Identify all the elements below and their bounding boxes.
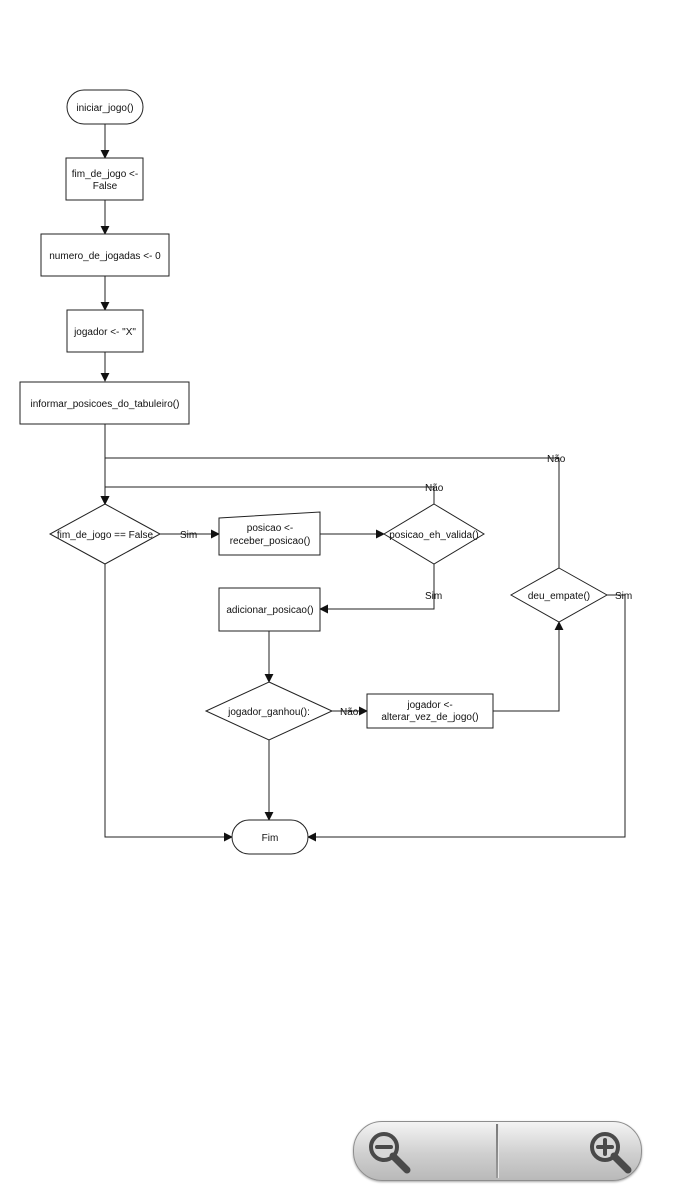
zoom-in-button[interactable]: [498, 1122, 641, 1180]
node-informar-label: informar_posicoes_do_tabuleiro(): [31, 399, 180, 410]
node-informar: informar_posicoes_do_tabuleiro(): [19, 381, 190, 425]
node-init-jogadas-label: numero_de_jogadas <- 0: [49, 251, 161, 262]
node-ganhou-label: jogador_ganhou():: [227, 707, 310, 718]
node-cond-fim-label: fim_de_jogo == False: [57, 530, 154, 541]
zoom-controls: [353, 1121, 642, 1181]
edge-label-empate-nao: Não: [547, 454, 566, 465]
node-start-label: iniciar_jogo(): [76, 103, 133, 114]
node-adicionar: adicionar_posicao(): [218, 587, 321, 632]
node-alterar: jogador <- alterar_vez_de_jogo(): [366, 693, 494, 729]
node-alterar-label-line-2: alterar_vez_de_jogo(): [381, 712, 478, 723]
node-empate: deu_empate(): [509, 567, 609, 623]
node-adicionar-label: adicionar_posicao(): [226, 605, 313, 616]
node-receber-label-line-1: posicao <-: [247, 523, 293, 534]
node-init-fim: fim_de_jogo <- False: [65, 157, 144, 201]
node-valida-label: posicao_eh_valida(): [389, 530, 479, 541]
node-receber: posicao <- receber_posicao(): [218, 511, 321, 556]
node-init-jogador: jogador <- "X": [66, 309, 144, 353]
magnifier-minus-icon: [369, 1132, 411, 1174]
node-init-jogadas: numero_de_jogadas <- 0: [40, 233, 170, 277]
edges: [100, 124, 626, 842]
edge-label-cond-sim: Sim: [180, 530, 197, 541]
node-init-fim-label-line-2: False: [93, 181, 118, 192]
node-start: iniciar_jogo(): [66, 89, 144, 125]
edge-label-valida-sim: Sim: [425, 591, 442, 602]
node-init-fim-label-line-1: fim_de_jogo <-: [72, 169, 138, 180]
node-init-jogador-label: jogador <- "X": [73, 327, 136, 338]
edge-label-empate-sim: Sim: [615, 591, 632, 602]
edge-empate-nao-loop: [100, 457, 560, 568]
node-receber-label-line-2: receber_posicao(): [230, 536, 311, 547]
node-empate-label: deu_empate(): [528, 591, 590, 602]
node-end: Fim: [231, 819, 309, 855]
edge-valida-sim-to-adicionar: [319, 564, 435, 614]
edge-valida-nao-loop: [100, 486, 435, 505]
node-ganhou: jogador_ganhou():: [204, 681, 334, 741]
node-alterar-label-line-1: jogador <-: [406, 700, 452, 711]
magnifier-plus-icon: [590, 1132, 632, 1174]
zoom-divider: [496, 1124, 498, 1178]
edge-alterar-to-empate: [493, 621, 564, 712]
node-valida: posicao_eh_valida(): [383, 503, 485, 565]
edge-empate-sim-to-fim: [307, 594, 626, 842]
flowchart-diagram: iniciar_jogo() fim_de_jogo <- False nume…: [19, 89, 632, 855]
node-end-label: Fim: [262, 833, 279, 844]
edge-label-valida-nao: Não: [425, 483, 444, 494]
edge-label-ganhou-nao: Não: [340, 707, 359, 718]
node-cond-fim: fim_de_jogo == False: [48, 503, 162, 565]
zoom-out-button[interactable]: [354, 1122, 497, 1180]
edge-cond-false-to-fim: [104, 564, 233, 842]
